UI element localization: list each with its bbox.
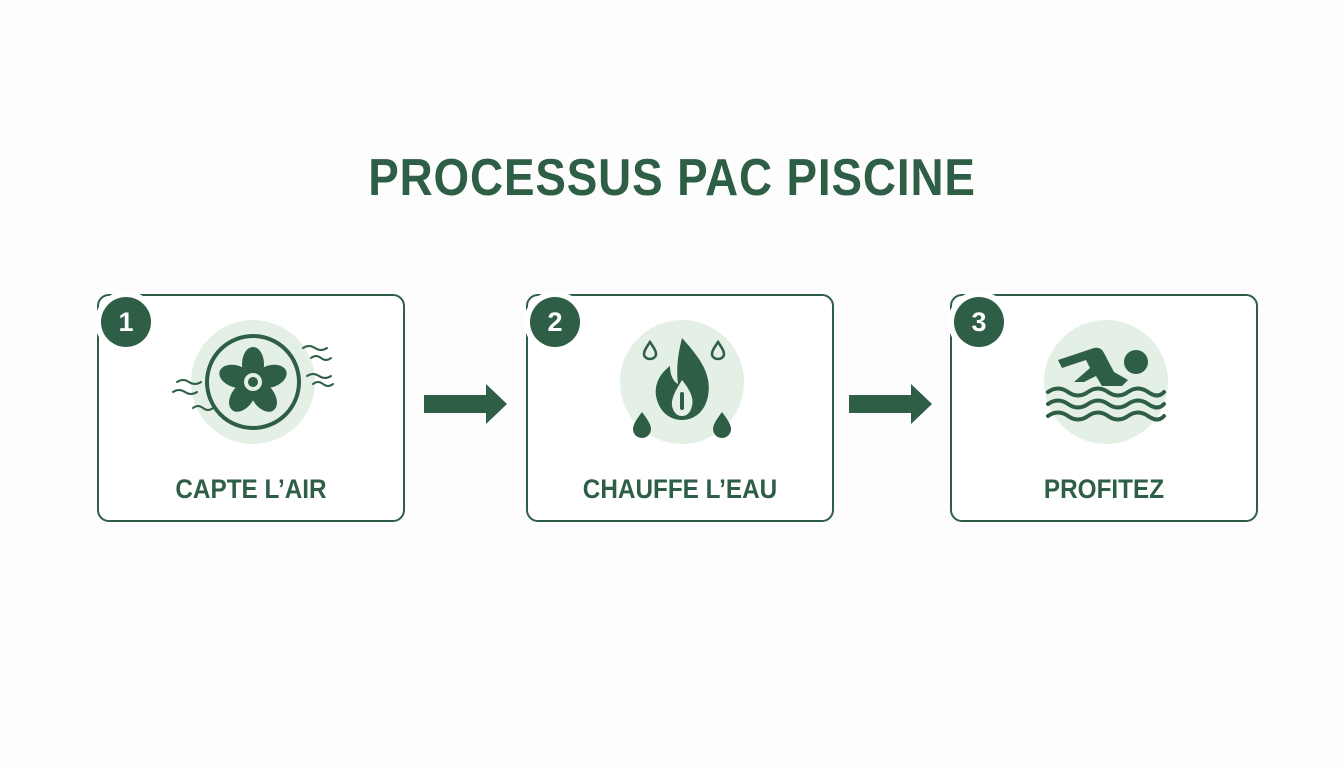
step-label: CHAUFFE L’EAU [582,474,778,504]
swimmer-icon [1044,320,1168,444]
step-card-profitez: 3 PROFITEZ [950,294,1258,522]
air-flow-lines [172,345,334,411]
step-label: CAPTE L’AIR [175,474,327,504]
step-label: PROFITEZ [1043,474,1165,504]
step-card-chauffe-eau: 2 CHAUFFE L’EAU [526,294,834,522]
step-number-badge: 2 [530,297,580,347]
flame-drops-icon [620,320,744,444]
arrow-right-icon [849,384,932,424]
step-number-badge: 3 [954,297,1004,347]
step-number-badge: 1 [101,297,151,347]
fan-icon [191,320,315,444]
step-card-capte-air: 1 CAPTE L’AIR [97,294,405,522]
arrow-right-icon [424,384,507,424]
page-title: PROCESSUS PAC PISCINE [368,149,976,207]
